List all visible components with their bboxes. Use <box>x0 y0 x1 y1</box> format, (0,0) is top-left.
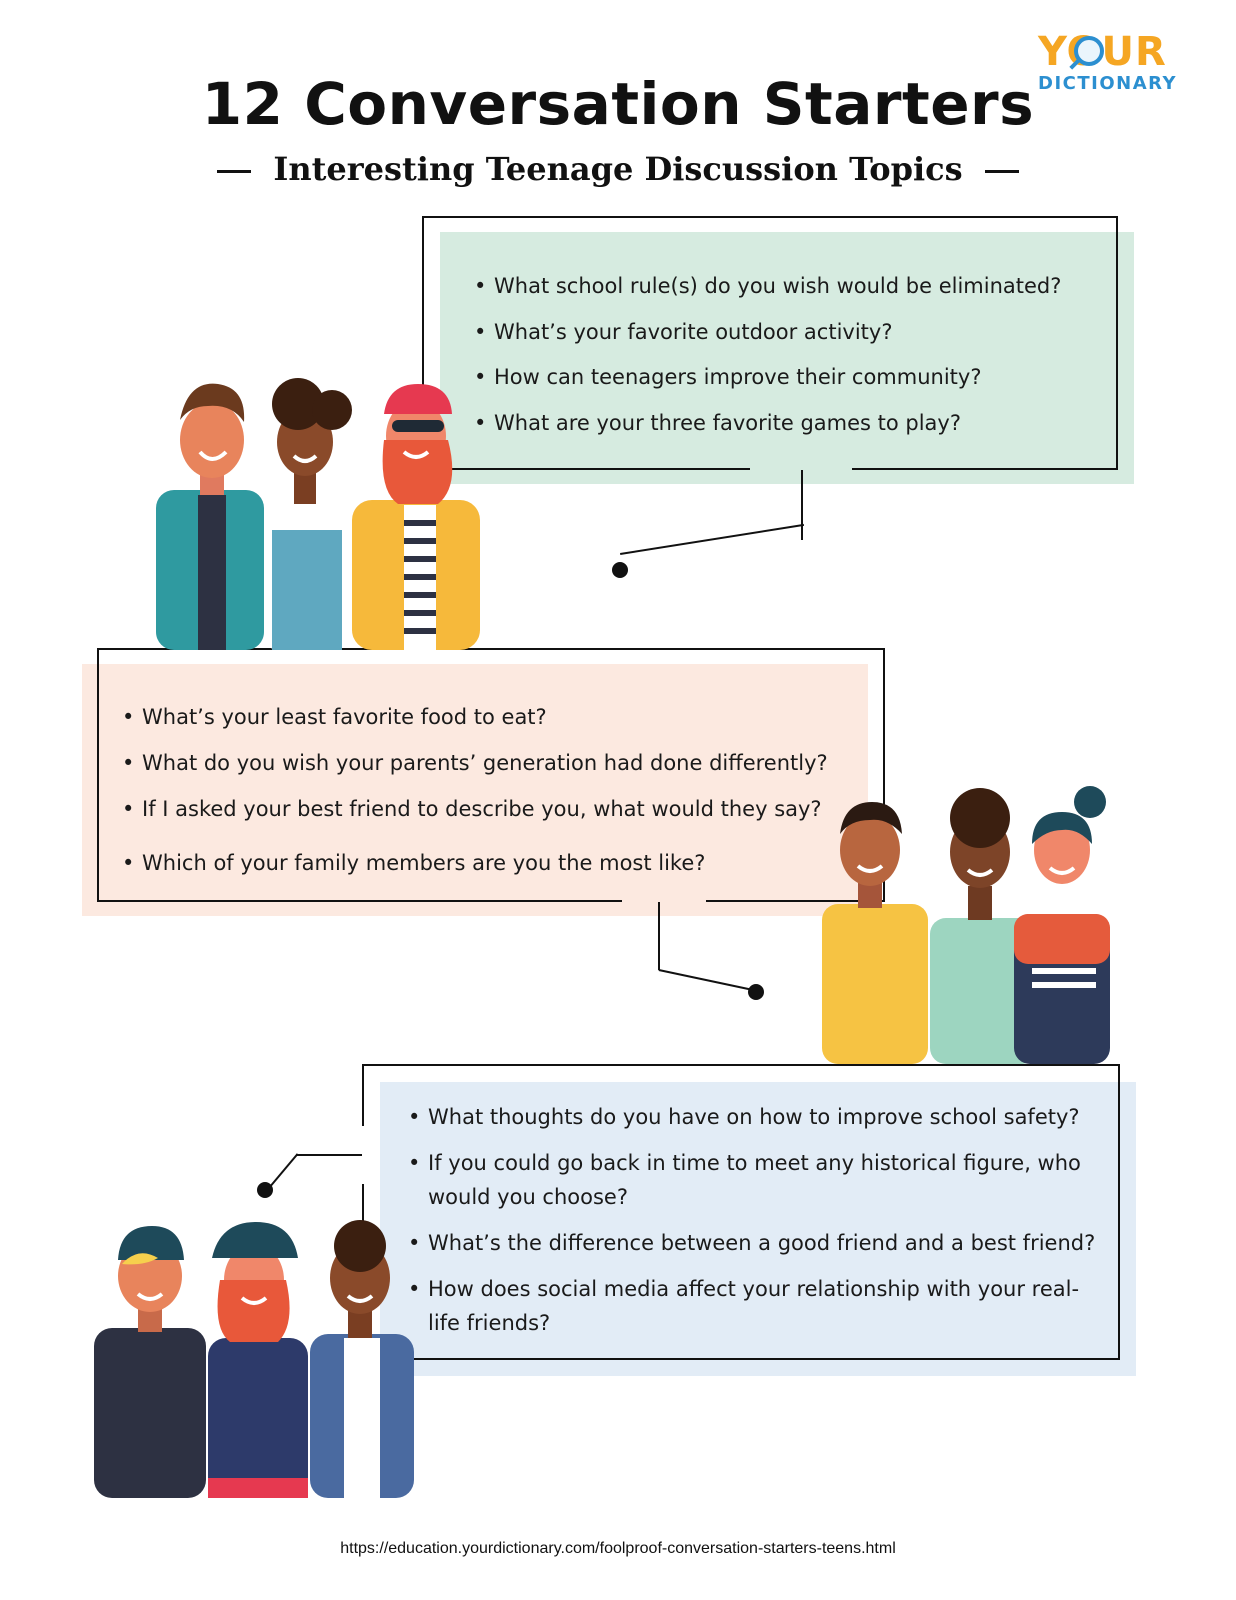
teens-group-3-illustration <box>94 1220 414 1498</box>
question-item: What school rule(s) do you wish would be… <box>474 264 1114 310</box>
question-item: If you could go back in time to meet any… <box>408 1146 1108 1214</box>
question-item: How does social media affect your relati… <box>408 1272 1108 1340</box>
box1-connector-dot <box>612 562 628 578</box>
page-subtitle: Interesting Teenage Discussion Topics <box>0 150 1236 188</box>
yourdictionary-logo[interactable]: YOUR DICTIONARY <box>1038 30 1188 100</box>
box1-question-list: What school rule(s) do you wish would be… <box>474 264 1114 446</box>
subtitle-text: Interesting Teenage Discussion Topics <box>273 150 963 188</box>
box2-connector-dot <box>748 984 764 1000</box>
box2-question-list: What’s your least favorite food to eat? … <box>122 694 862 886</box>
teens-group-2-illustration <box>822 786 1110 1064</box>
page-title: 12 Conversation Starters <box>201 70 1035 138</box>
box2-frame-gap <box>622 898 706 904</box>
dash-left <box>217 170 252 173</box>
question-item: What’s the difference between a good fri… <box>408 1226 1108 1260</box>
box3-connector-dot <box>257 1182 273 1198</box>
box3-question-list: What thoughts do you have on how to impr… <box>408 1100 1108 1340</box>
box2-connector-diagonal <box>658 969 757 992</box>
source-url[interactable]: https://education.yourdictionary.com/foo… <box>340 1540 896 1557</box>
question-item: Which of your family members are you the… <box>122 840 862 886</box>
box1-connector-diagonal <box>620 523 805 555</box>
question-item: What do you wish your parents’ generatio… <box>122 740 862 786</box>
question-item: If I asked your best friend to describe … <box>122 786 862 832</box>
box1-connector-vertical <box>801 470 803 540</box>
box2-frame <box>97 648 885 902</box>
teens-group-1-illustration <box>156 378 480 650</box>
question-item: What’s your least favorite food to eat? <box>122 694 862 740</box>
dash-right <box>984 170 1019 173</box>
question-item: What are your three favorite games to pl… <box>474 401 1114 447</box>
box1-frame-gap <box>750 466 852 472</box>
box3-frame-gap <box>358 1126 366 1184</box>
question-item: How can teenagers improve their communit… <box>474 355 1114 401</box>
box3-connector-horizontal <box>296 1154 362 1156</box>
box3-frame <box>362 1064 1120 1360</box>
logo-word-your: YOUR <box>1038 30 1188 74</box>
logo-word-dictionary: DICTIONARY <box>1038 73 1178 94</box>
question-item: What’s your favorite outdoor activity? <box>474 310 1114 356</box>
question-item: What thoughts do you have on how to impr… <box>408 1100 1108 1134</box>
box2-connector-vertical <box>658 902 660 970</box>
